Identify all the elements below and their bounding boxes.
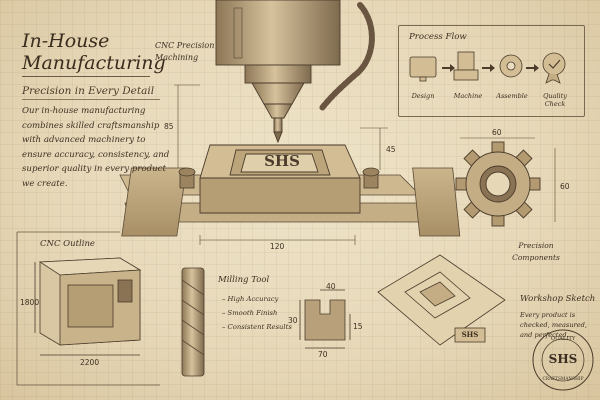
title-line-2: Manufacturing (22, 52, 166, 74)
subtitle: Precision in Every Detail (22, 85, 155, 97)
cnc-machine-drawing (34, 257, 142, 356)
dim-gear-height: 60 (560, 182, 570, 191)
coolant-hose (319, 2, 375, 111)
milling-item-finish: – Smooth Finish (222, 309, 278, 317)
cnc-precision-label: CNC Precision Machining (155, 41, 215, 62)
workshop-plate (377, 254, 506, 346)
milling-item-accuracy: – High Accuracy (222, 295, 279, 303)
block-engraving: SHS (264, 152, 300, 170)
seal-bottom-text: CRAFTSMANSHIP (542, 377, 584, 382)
milling-item-results: – Consistent Results (222, 323, 292, 331)
milling-tool-title: Milling Tool (218, 275, 270, 285)
dim-machine-width: 2200 (80, 358, 100, 367)
dim-gear-width: 60 (492, 128, 502, 137)
step-machine: Machine (453, 92, 483, 100)
step-quality-check: Quality Check (543, 92, 567, 108)
page-title: In-House Manufacturing (22, 30, 166, 74)
workshop-sketch-note: Every product is checked, measured, and … (520, 311, 587, 339)
quality-seal (532, 329, 594, 391)
dim-part-right: 15 (353, 322, 363, 331)
step-assemble: Assemble (496, 92, 528, 100)
cnc-outline-box (16, 231, 160, 386)
cnc-spindle (215, 0, 341, 144)
milling-tool-drawing (181, 267, 205, 377)
dim-part-top: 40 (326, 282, 336, 291)
title-line-1: In-House (22, 30, 110, 52)
precision-components-label: Precision Components (512, 241, 560, 262)
cnc-outline-label: CNC Outline (40, 239, 95, 249)
work-block (199, 144, 361, 214)
dim-machine-height: 1800 (20, 298, 40, 307)
part-profile (299, 289, 351, 349)
step-design: Design (411, 92, 435, 100)
dim-block-height: 45 (386, 145, 396, 154)
dim-part-bottom: 70 (318, 350, 328, 359)
plate-label: SHS (461, 330, 479, 339)
milling-tool-list: – High Accuracy – Smooth Finish – Consis… (222, 292, 292, 334)
precision-gear (455, 141, 541, 227)
title-underline (22, 76, 150, 77)
process-flow-icons (409, 51, 566, 84)
intro-paragraph: Our in-house manufacturing combines skil… (22, 106, 170, 189)
workshop-sketch-title: Workshop Sketch (520, 294, 596, 304)
dimension-lines (174, 84, 556, 245)
process-flow-title: Process Flow (409, 32, 467, 42)
dim-spindle-height: 85 (164, 122, 174, 131)
dim-part-left: 30 (288, 316, 298, 325)
seal-top-text: QUALITY (550, 336, 576, 342)
subtitle-underline (22, 99, 160, 100)
seal-center-text: SHS (548, 352, 578, 366)
flow-arrows (442, 64, 539, 72)
dim-block-width: 120 (270, 242, 285, 251)
process-flow-panel: Process Flow (398, 25, 585, 117)
clamp-bolts (178, 167, 380, 189)
